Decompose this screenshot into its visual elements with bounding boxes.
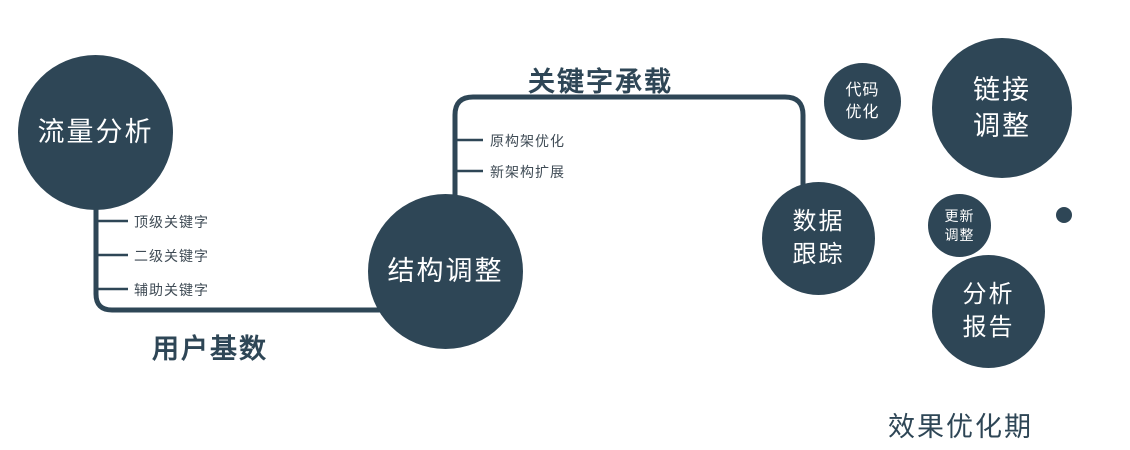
- branch-label-top-keywords: 顶级关键字: [134, 214, 209, 230]
- node-code-optimization-label: 代码优化: [845, 81, 880, 121]
- node-link-adjustment: 链接调整: [932, 38, 1072, 178]
- edge-label-user-base: 用户基数: [152, 334, 268, 364]
- node-traffic-analysis-label: 流量分析: [37, 117, 154, 148]
- node-structure-adjustment-label: 结构调整: [387, 256, 504, 287]
- branch-label-aux-keywords: 辅助关键字: [134, 282, 209, 298]
- node-update-adjustment-label: 更新调整: [944, 207, 975, 243]
- branch-label-original-architecture: 原构架优化: [490, 133, 565, 149]
- connector-traffic-to-structure: [93, 200, 392, 313]
- node-update-adjustment: 更新调整: [928, 194, 991, 257]
- node-data-tracking: 数据跟踪: [762, 182, 875, 295]
- branch-label-second-keywords: 二级关键字: [134, 248, 209, 264]
- node-link-adjustment-label: 链接调整: [972, 74, 1031, 141]
- node-analysis-report: 分析报告: [932, 255, 1045, 368]
- node-traffic-analysis: 流量分析: [18, 55, 173, 210]
- node-code-optimization: 代码优化: [824, 63, 901, 140]
- branch-label-new-architecture: 新架构扩展: [490, 164, 565, 180]
- dot-marker: [1056, 207, 1072, 223]
- footer-caption: 效果优化期: [888, 412, 1033, 442]
- connector-structure-to-tracking: [452, 94, 806, 198]
- node-data-tracking-label: 数据跟踪: [792, 208, 845, 268]
- node-structure-adjustment: 结构调整: [368, 194, 523, 349]
- node-analysis-report-label: 分析报告: [962, 281, 1015, 341]
- edge-label-keyword-carry: 关键字承载: [528, 67, 673, 97]
